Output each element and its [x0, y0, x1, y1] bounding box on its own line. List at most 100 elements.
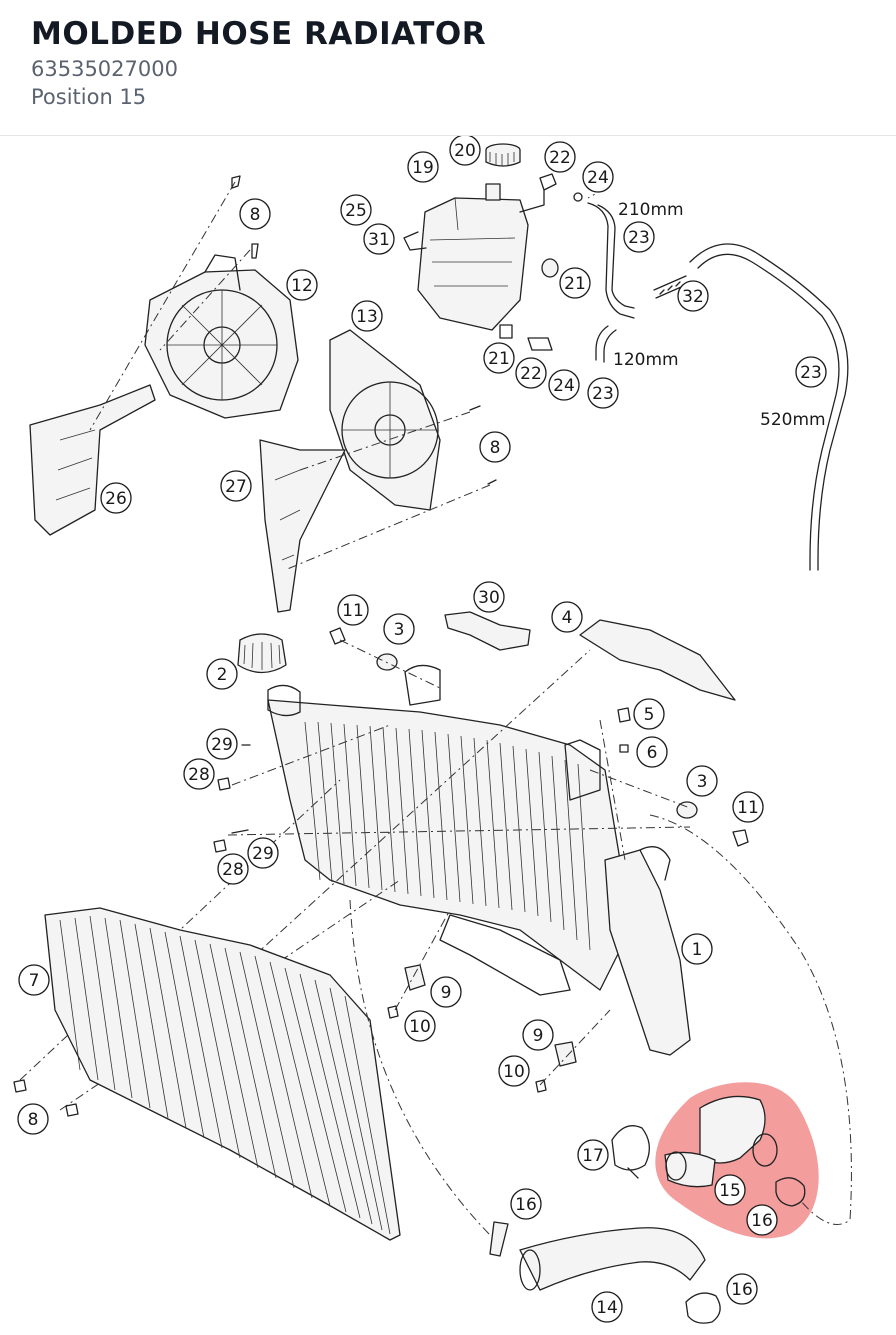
callout-label: 16 [515, 1195, 537, 1215]
callout-27: 27 [220, 470, 252, 502]
callout-label: 12 [291, 276, 313, 296]
bracket-4 [579, 619, 736, 701]
callout-circle [407, 151, 439, 183]
callout-13: 13 [351, 300, 383, 332]
callout-3: 3 [383, 613, 415, 645]
callout-label: 21 [564, 274, 586, 294]
callout-label: 10 [503, 1062, 525, 1082]
washers-29 [231, 744, 251, 834]
callout-29: 29 [247, 837, 279, 869]
callout-20: 20 [449, 136, 481, 166]
bolts-28 [213, 777, 231, 853]
hose-210 [587, 202, 635, 319]
clamp-16-bottom [685, 1292, 721, 1324]
callout-30: 30 [473, 581, 505, 613]
clamp-17 [611, 1125, 650, 1179]
callout-8: 8 [479, 431, 511, 463]
callout-label: 26 [105, 489, 127, 509]
spacer-16 [489, 1221, 509, 1257]
callout-circle [551, 601, 583, 633]
grommet [541, 258, 559, 278]
expansion-tank [403, 197, 529, 331]
part-number: 63535027000 [31, 57, 178, 81]
callout-label: 10 [409, 1017, 431, 1037]
position-label: Position 15 [31, 85, 147, 109]
rubber-mounts-9 [404, 964, 577, 1067]
callout-circle [582, 161, 614, 193]
callout-label: 11 [342, 601, 364, 621]
grille-bolts-8 [13, 1079, 79, 1117]
callout-circle [100, 482, 132, 514]
callout-31: 31 [363, 223, 395, 255]
tank-neck [485, 183, 501, 201]
callout-circle [217, 853, 249, 885]
radiator-cap [237, 633, 287, 674]
bolts-10 [387, 1005, 547, 1093]
callout-label: 29 [211, 735, 233, 755]
callout-circle [559, 267, 591, 299]
callout-29: 29 [206, 728, 238, 760]
dimension-210mm: 210mm [618, 200, 684, 220]
callout-8: 8 [239, 198, 271, 230]
callout-circle [510, 1188, 542, 1220]
callout-circle [430, 976, 462, 1008]
callout-23: 23 [623, 221, 655, 253]
callout-10: 10 [404, 1010, 436, 1042]
callout-circle [247, 837, 279, 869]
highlight-position-15 [655, 1082, 819, 1239]
callout-23: 23 [587, 377, 619, 409]
callout-circle [681, 933, 713, 965]
callout-label: 13 [356, 307, 378, 327]
callout-10: 10 [498, 1055, 530, 1087]
callout-circle [636, 736, 668, 768]
callout-circle [591, 1291, 623, 1323]
callout-circle [351, 300, 383, 332]
callout-circle [473, 581, 505, 613]
callout-circle [286, 269, 318, 301]
callout-label: 3 [697, 772, 708, 792]
connector-32 [653, 275, 689, 299]
callout-7: 7 [18, 964, 50, 996]
callout-circle [795, 356, 827, 388]
callout-label: 21 [488, 349, 510, 369]
callout-label: 6 [647, 743, 658, 763]
molded-hose-15 [664, 1095, 778, 1188]
grille [44, 907, 401, 1241]
bolts-11 [329, 627, 749, 847]
small-clamp [573, 192, 583, 202]
callout-16: 16 [726, 1273, 758, 1305]
callout-24: 24 [582, 161, 614, 193]
callout-label: 2 [217, 665, 228, 685]
radiator-side-tank [604, 846, 691, 1056]
callout-label: 8 [250, 205, 261, 225]
fan-assembly-right [329, 329, 441, 511]
callout-11: 11 [732, 791, 764, 823]
callout-circle [746, 1204, 778, 1236]
callout-25: 25 [340, 194, 372, 226]
callout-label: 30 [478, 588, 500, 608]
fan-assembly-left [144, 254, 299, 419]
callout-circle [17, 1103, 49, 1135]
callout-label: 17 [582, 1146, 604, 1166]
callout-label: 9 [441, 983, 452, 1003]
callout-label: 1 [692, 940, 703, 960]
callout-21: 21 [559, 267, 591, 299]
fan-bolts [231, 175, 497, 485]
callout-circle [714, 1174, 746, 1206]
callout-label: 19 [412, 158, 434, 178]
dimension-120mm: 120mm [613, 350, 679, 370]
callout-circle [548, 369, 580, 401]
callout-circle [522, 1019, 554, 1051]
callout-label: 31 [368, 230, 390, 250]
callout-4: 4 [551, 601, 583, 633]
hose-520 [689, 243, 849, 571]
fan-shroud-26 [29, 384, 156, 536]
callout-16: 16 [746, 1204, 778, 1236]
callout-circle [577, 1139, 609, 1171]
hose-120 [595, 325, 617, 363]
callout-label: 23 [628, 228, 650, 248]
callout-label: 8 [28, 1110, 39, 1130]
callout-circle [479, 431, 511, 463]
grommet-3-right [676, 801, 698, 819]
